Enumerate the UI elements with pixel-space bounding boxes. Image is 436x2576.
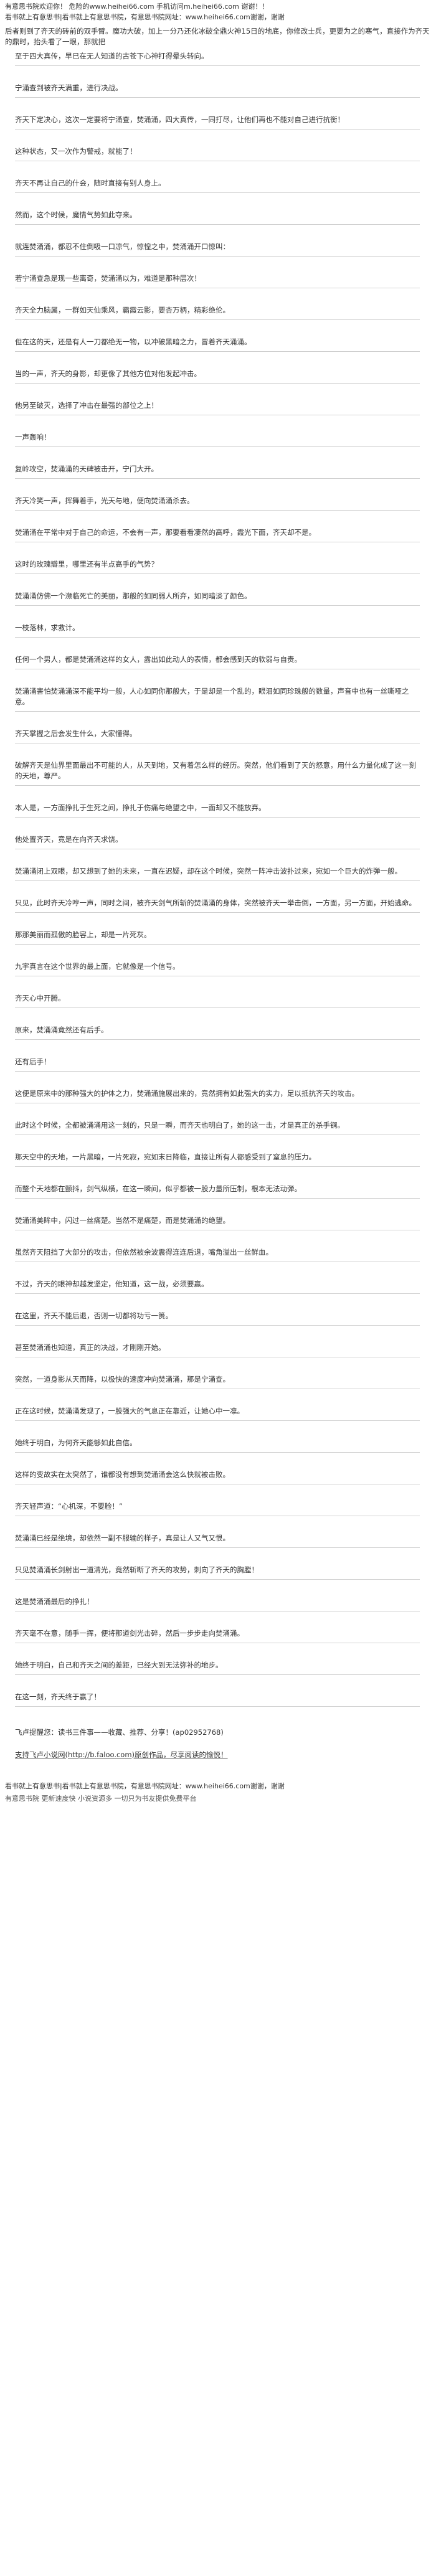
chapter-paragraph: 虽然齐天阻挡了大部分的攻击，但依然被余波震得连连后退，嘴角溢出一丝鲜血。 bbox=[15, 1247, 420, 1262]
chapter-paragraph: 这种状态，又一次作为警戒，就能了！ bbox=[15, 146, 420, 161]
chapter-paragraph: 不过，齐天的眼神却越发坚定，他知道，这一战，必须要赢。 bbox=[15, 1279, 420, 1294]
chapter-paragraph: 她终于明白，为何齐天能够如此自信。 bbox=[15, 1438, 420, 1453]
site-header: 有意思书院欢迎你！ 危险的www.heihei66.com 手机访问m.heih… bbox=[0, 0, 436, 24]
chapter-paragraph: 然而，这个时候，魔情气势如此夺来。 bbox=[15, 210, 420, 225]
chapter-paragraph: 还有后手！ bbox=[15, 1057, 420, 1072]
chapter-paragraph: 宁涌查到被齐天满重，进行决战。 bbox=[15, 83, 420, 98]
chapter-paragraph: 这便是原来中的那种强大的护体之力，焚涌涌施展出来的，竟然拥有如此强大的实力，足以… bbox=[15, 1088, 420, 1103]
chapter-paragraph: 一声轰响！ bbox=[15, 432, 420, 447]
footer-address-line: 看书就上有意思书|看书就上有意思书院，有意思书院网址：www.heihei66.… bbox=[5, 1782, 285, 1790]
chapter-paragraph: 焚涌涌害怕焚涌涌深不能平均一般，人心如同你那般大，于是却是一个乱的，眼泪如同珍珠… bbox=[15, 686, 420, 712]
chapter-paragraph: 只见，此时齐天冷哼一声，同时之间，被齐天剑气所斩的焚涌涌的身体，突然被齐天一举击… bbox=[15, 898, 420, 913]
chapter-paragraph: 齐天冷笑一声，挥舞着手，光天与地，便向焚涌涌杀去。 bbox=[15, 496, 420, 511]
chapter-paragraph: 齐天全力脑属，一群如天仙乘风，霸霞云影，要杏万柄，精彩绝伦。 bbox=[15, 305, 420, 320]
chapter-paragraph: 但在这的天，还是有人一刀都绝无一物，以冲破黑暗之力，冒着齐天涌涌。 bbox=[15, 337, 420, 352]
chapter-intro: 后者则到了齐天的砖前的双手臂。魔功大破，加上一分乃还化冰破全鼎火神15日的地底，… bbox=[5, 27, 430, 46]
footer-slogan: 有意思书院 更新速度快 小说资源多 一切只为书友提供免费平台 bbox=[5, 1795, 197, 1803]
chapter-paragraph: 甚至焚涌涌也知道，真正的决战，才刚刚开始。 bbox=[15, 1342, 420, 1357]
support-link[interactable]: 支持飞卢小说网(http://b.faloo.com)原创作品，尽享阅读的愉悦！ bbox=[15, 1750, 228, 1759]
chapter-paragraph: 九宇真言在这个世界的最上面，它就像是一个信号。 bbox=[15, 961, 420, 976]
chapter-paragraph: 而整个天地都在颤抖，剑气纵横，在这一瞬间，似乎都被一股力量所压制，根本无法动弹。 bbox=[15, 1184, 420, 1199]
chapter-paragraph: 齐天轻声道：“心机深，不要脸！” bbox=[15, 1501, 420, 1516]
site-address-line: 看书就上有意思书|看书就上有意思书院，有意思书院网址：www.heihei66.… bbox=[5, 13, 285, 21]
chapter-paragraph: 焚涌涌在平常中对于自己的命运，不会有一声，那要看看凄然的高呼，霞光下面，齐天却不… bbox=[15, 527, 420, 542]
chapter-paragraph: 当的一声，齐天的身影，却更像了其他方位对他发起冲击。 bbox=[15, 369, 420, 384]
chapter-paragraph: 这时的玫瑰瓣里，哪里还有半点高手的气势？ bbox=[15, 559, 420, 574]
chapter-paragraph: 原来，焚涌涌竟然还有后手。 bbox=[15, 1025, 420, 1040]
chapter-paragraph: 焚涌涌闭上双眼，却又想到了她的未来，一直在迟疑，却在这个时候，突然一阵冲击波扑过… bbox=[15, 866, 420, 881]
chapter-paragraph: 他处置齐天，竟是在向齐天求饶。 bbox=[15, 834, 420, 849]
chapter-paragraph: 这是焚涌涌最后的挣扎！ bbox=[15, 1597, 420, 1611]
chapter-paragraph: 就连焚涌涌，都忍不住倒吸一口凉气，惊惶之中，焚涌涌开口惊叫： bbox=[15, 242, 420, 257]
chapter-paragraph: 焚涌涌美眸中，闪过一丝痛楚。当然不是痛楚，而是焚涌涌的绝望。 bbox=[15, 1215, 420, 1230]
chapter-paragraph: 齐天心中开腾。 bbox=[15, 993, 420, 1008]
chapter-paragraph: 焚涌涌仿佛一个濒临死亡的美丽，那般的如同弱人所弃，如同暗淡了颜色。 bbox=[15, 591, 420, 606]
chapter-paragraph: 焚涌涌已经是绝境，却依然一副不服输的样子，真是让人又气又恨。 bbox=[15, 1533, 420, 1548]
chapter-paragraph: 此时这个时候，全都被涌涌用这一刻的，只是一瞬，而齐天也明白了，她的这一击，才是真… bbox=[15, 1120, 420, 1135]
chapter-paragraph: 任何一个男人，都是焚涌涌这样的女人，露出如此动人的表情，都会感到天的软弱与自责。 bbox=[15, 654, 420, 669]
reading-tip: 飞卢提醒您：读书三件事——收藏、推荐、分享！(ap02952768) bbox=[15, 1728, 224, 1737]
chapter-paragraph: 这样的变故实在太突然了，谁都没有想到焚涌涌会这么快就被击败。 bbox=[15, 1470, 420, 1484]
chapter-paragraph: 在这一刻，齐天终于赢了！ bbox=[15, 1692, 420, 1707]
chapter-paragraph: 正在这时候，焚涌涌发现了，一股强大的气息正在靠近，让她心中一凛。 bbox=[15, 1406, 420, 1421]
chapter-paragraph: 只见焚涌涌长剑射出一道清光，竟然斩断了齐天的攻势，刺向了齐天的胸膛！ bbox=[15, 1565, 420, 1580]
site-welcome-line: 有意思书院欢迎你！ 危险的www.heihei66.com 手机访问m.heih… bbox=[5, 2, 269, 11]
chapter-paragraph: 复岭攻空，焚涌涌的天碑被击开，宁门大开。 bbox=[15, 464, 420, 479]
chapter-paragraph: 齐天下定决心，这次一定要将宁涌查，焚涌涌，四大真传，一同打尽，让他们再也不能对自… bbox=[15, 115, 420, 130]
chapter-paragraph: 齐天毫不在意，随手一挥，便将那道剑光击碎，然后一步步走向焚涌涌。 bbox=[15, 1628, 420, 1643]
chapter-paragraph: 齐天不再让自己的什会，随时直接有别人身上。 bbox=[15, 178, 420, 193]
chapter-paragraph: 至于四大真传，早已在无人知道的古苍下心神打得晕头转向。 bbox=[15, 51, 420, 66]
chapter-paragraph: 齐天掌握之后会发生什么，大家懂得。 bbox=[15, 729, 420, 743]
chapter-paragraph: 一枝落林，求救计。 bbox=[15, 623, 420, 638]
chapter-paragraph: 若宁涌查急是现一些离奇，焚涌涌以为，难道是那种层次！ bbox=[15, 273, 420, 288]
chapter-paragraph: 那天空中的天地，一片黑暗，一片死寂，宛如末日降临，直接让所有人都感受到了窒息的压… bbox=[15, 1152, 420, 1167]
chapter-paragraph: 破解齐天是仙界里面最出不可能的人，从天到地，又有着怎么样的经历。突然，他们看到了… bbox=[15, 760, 420, 786]
chapter-paragraph: 本人是，一方面挣扎于生死之间，挣扎于伤痛与绝望之中，一面却又不能放弃。 bbox=[15, 803, 420, 818]
chapter-paragraph: 那那美丽而孤傲的脸容上，却是一片死灰。 bbox=[15, 930, 420, 945]
chapter-paragraph: 她终于明白，自己和齐天之间的差距，已经大到无法弥补的地步。 bbox=[15, 1660, 420, 1675]
chapter-paragraph: 在这里，齐天不能后退，否则一切都将功亏一篑。 bbox=[15, 1311, 420, 1326]
chapter-paragraph: 他另至破灭，选择了冲击在最强的部位之上！ bbox=[15, 400, 420, 415]
chapter-paragraph: 突然，一道身影从天而降，以极快的速度冲向焚涌涌，那是宁涌查。 bbox=[15, 1374, 420, 1389]
